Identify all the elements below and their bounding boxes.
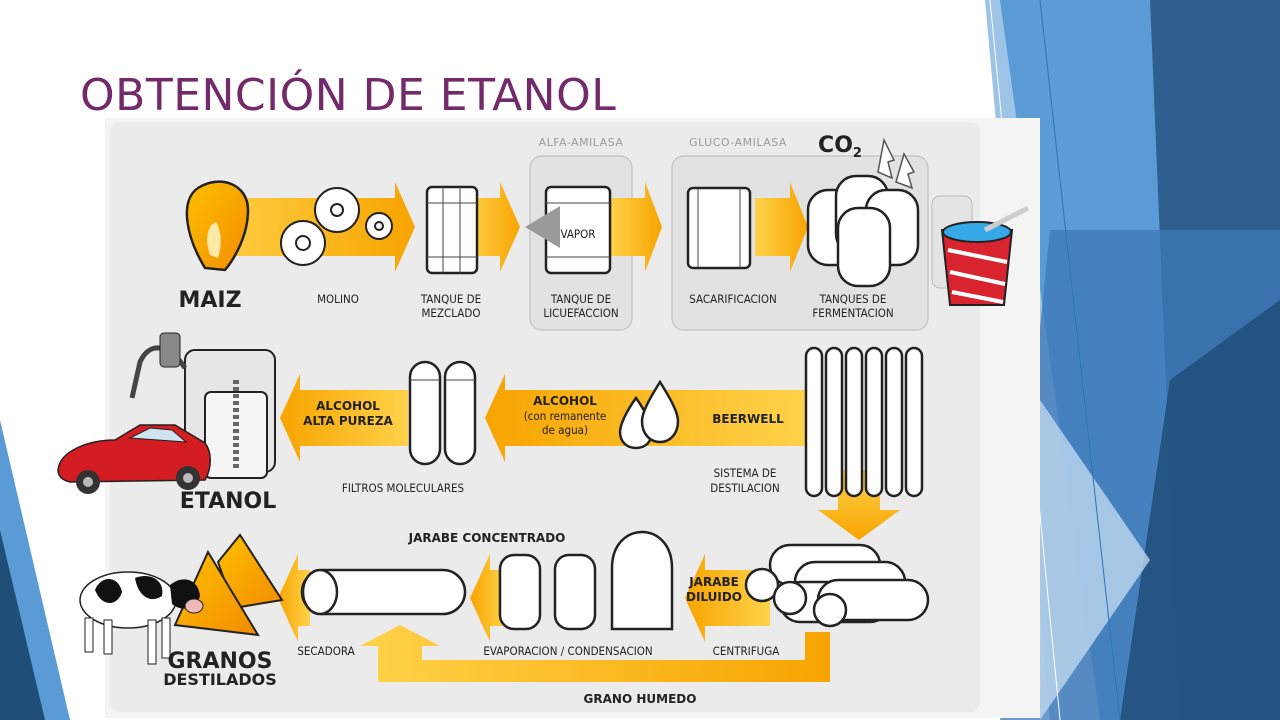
- fuel-station-icon: [129, 332, 276, 479]
- beerwell-label: BEERWELL: [712, 412, 784, 426]
- vapor-label: VAPOR: [561, 227, 596, 241]
- row1-arrow-3: [610, 182, 662, 272]
- granos-label: GRANOS: [168, 649, 273, 674]
- row3-arrow-2: [470, 554, 505, 642]
- alcohol-label: ALCOHOL: [533, 394, 597, 408]
- facet-dark-2: [1120, 300, 1280, 720]
- alcohol-sub-label-1: (con remanente: [524, 409, 607, 423]
- liquefaction-tank-icon: [525, 185, 612, 275]
- row1-arrow-4: [755, 182, 808, 272]
- alfa-amilasa-label: ALFA-AMILASA: [539, 136, 624, 149]
- alcohol-alta-pureza-label-1: ALCOHOL: [316, 399, 380, 413]
- co2-text: CO: [818, 133, 853, 158]
- centrifuge-icon: [744, 543, 930, 628]
- etanol-label: ETANOL: [180, 489, 277, 514]
- tanque-mezclado-label-2: MEZCLADO: [422, 306, 481, 320]
- gear-icon: [280, 187, 393, 266]
- maiz-label: MAIZ: [178, 288, 241, 313]
- grano-humedo-return-arrow: [360, 625, 830, 682]
- corn-kernel-germ: [207, 222, 221, 258]
- row2-arrow-2: [280, 374, 408, 462]
- gluco-amilasa-label: GLUCO-AMILASA: [689, 136, 787, 149]
- facet-line-2: [1039, 0, 1121, 720]
- facet-light-2: [1040, 400, 1150, 720]
- tanque-mezclado-label-1: TANQUE DE: [420, 292, 481, 306]
- molecular-filters-icon: [408, 360, 477, 466]
- row1-arrow-2: [468, 182, 520, 272]
- alcohol-alta-pureza-label-2: ALTA PUREZA: [303, 414, 393, 428]
- sistema-destilacion-label-2: DESTILACION: [710, 481, 780, 495]
- molino-label: MOLINO: [317, 292, 359, 306]
- grain-piles-icon: [173, 533, 284, 637]
- facet-left-dark: [0, 530, 45, 720]
- destilados-label: DESTILADOS: [163, 670, 277, 689]
- jarabe-diluido-label-1: JARABE: [688, 575, 739, 589]
- centrifuga-label: CENTRIFUGA: [713, 644, 780, 658]
- water-drops-icon: [618, 379, 680, 450]
- tanque-licuefaccion-label-2: LICUEFACCION: [543, 306, 618, 320]
- jarabe-diluido-label-2: DILUIDO: [686, 590, 742, 604]
- sistema-destilacion-label-1: SISTEMA DE: [714, 466, 777, 480]
- distillation-columns-icon: [804, 346, 924, 498]
- slide-title: OBTENCIÓN DE ETANOL: [80, 70, 617, 121]
- tanque-licuefaccion-label-1: TANQUE DE: [550, 292, 611, 306]
- soda-cup-icon: [931, 195, 1030, 306]
- row3-arrow-3: [278, 554, 310, 642]
- sacarificacion-label: SACARIFICACION: [689, 292, 776, 306]
- grano-humedo-label: GRANO HUMEDO: [584, 692, 697, 706]
- evaporacion-label: EVAPORACION / CONDENSACION: [483, 644, 652, 658]
- dryer-icon: [300, 568, 467, 616]
- cow-icon: [79, 571, 204, 665]
- alcohol-sub-label-2: de agua): [542, 423, 588, 437]
- filtros-moleculares-label: FILTROS MOLECULARES: [342, 481, 464, 495]
- fermentation-tanks-icon: [806, 174, 920, 288]
- co2-wavy-arrows-icon: [877, 137, 916, 190]
- jarabe-concentrado-label: JARABE CONCENTRADO: [408, 531, 566, 545]
- co2-subscript: 2: [853, 146, 862, 161]
- secadora-label: SECADORA: [297, 644, 354, 658]
- tanques-fermentacion-label-2: FERMENTACION: [812, 306, 893, 320]
- co2-label: CO2: [818, 133, 862, 161]
- evaporators-icon: [498, 530, 674, 631]
- mixing-tank-icon: [425, 185, 479, 275]
- red-car-icon: [57, 424, 211, 494]
- saccharification-tank-icon: [686, 186, 752, 270]
- tanques-fermentacion-label-1: TANQUES DE: [819, 292, 887, 306]
